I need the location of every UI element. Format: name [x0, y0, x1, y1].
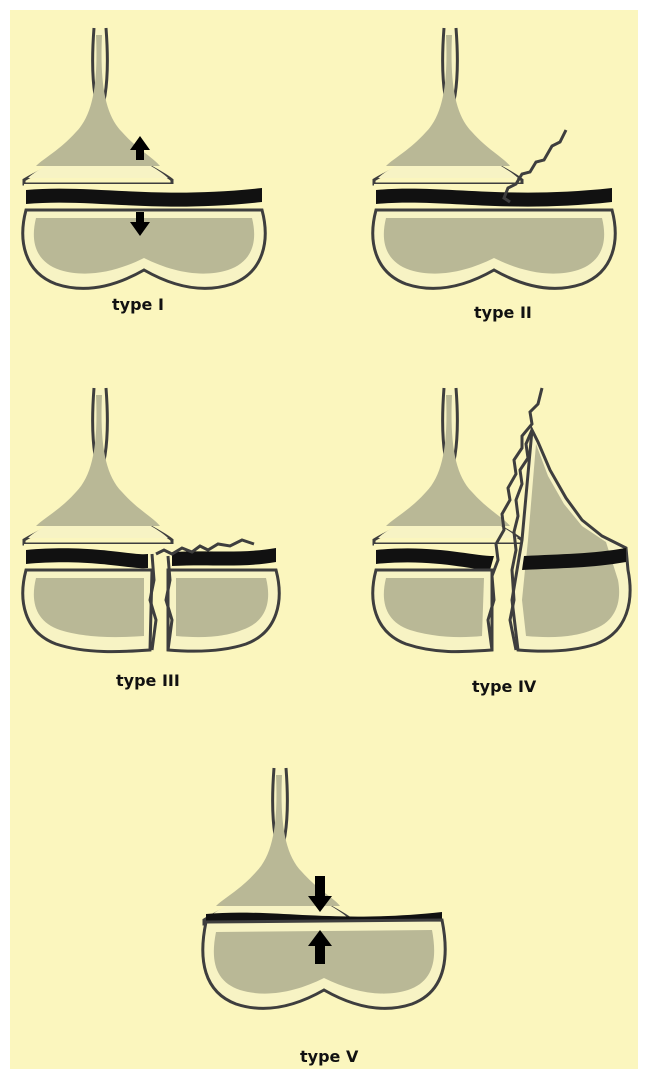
- label-type-i: type I: [112, 295, 164, 314]
- label-type-iii: type III: [116, 671, 180, 690]
- label-type-iv: type IV: [472, 677, 537, 696]
- label-type-ii: type II: [474, 303, 532, 322]
- label-type-v: type V: [300, 1047, 359, 1066]
